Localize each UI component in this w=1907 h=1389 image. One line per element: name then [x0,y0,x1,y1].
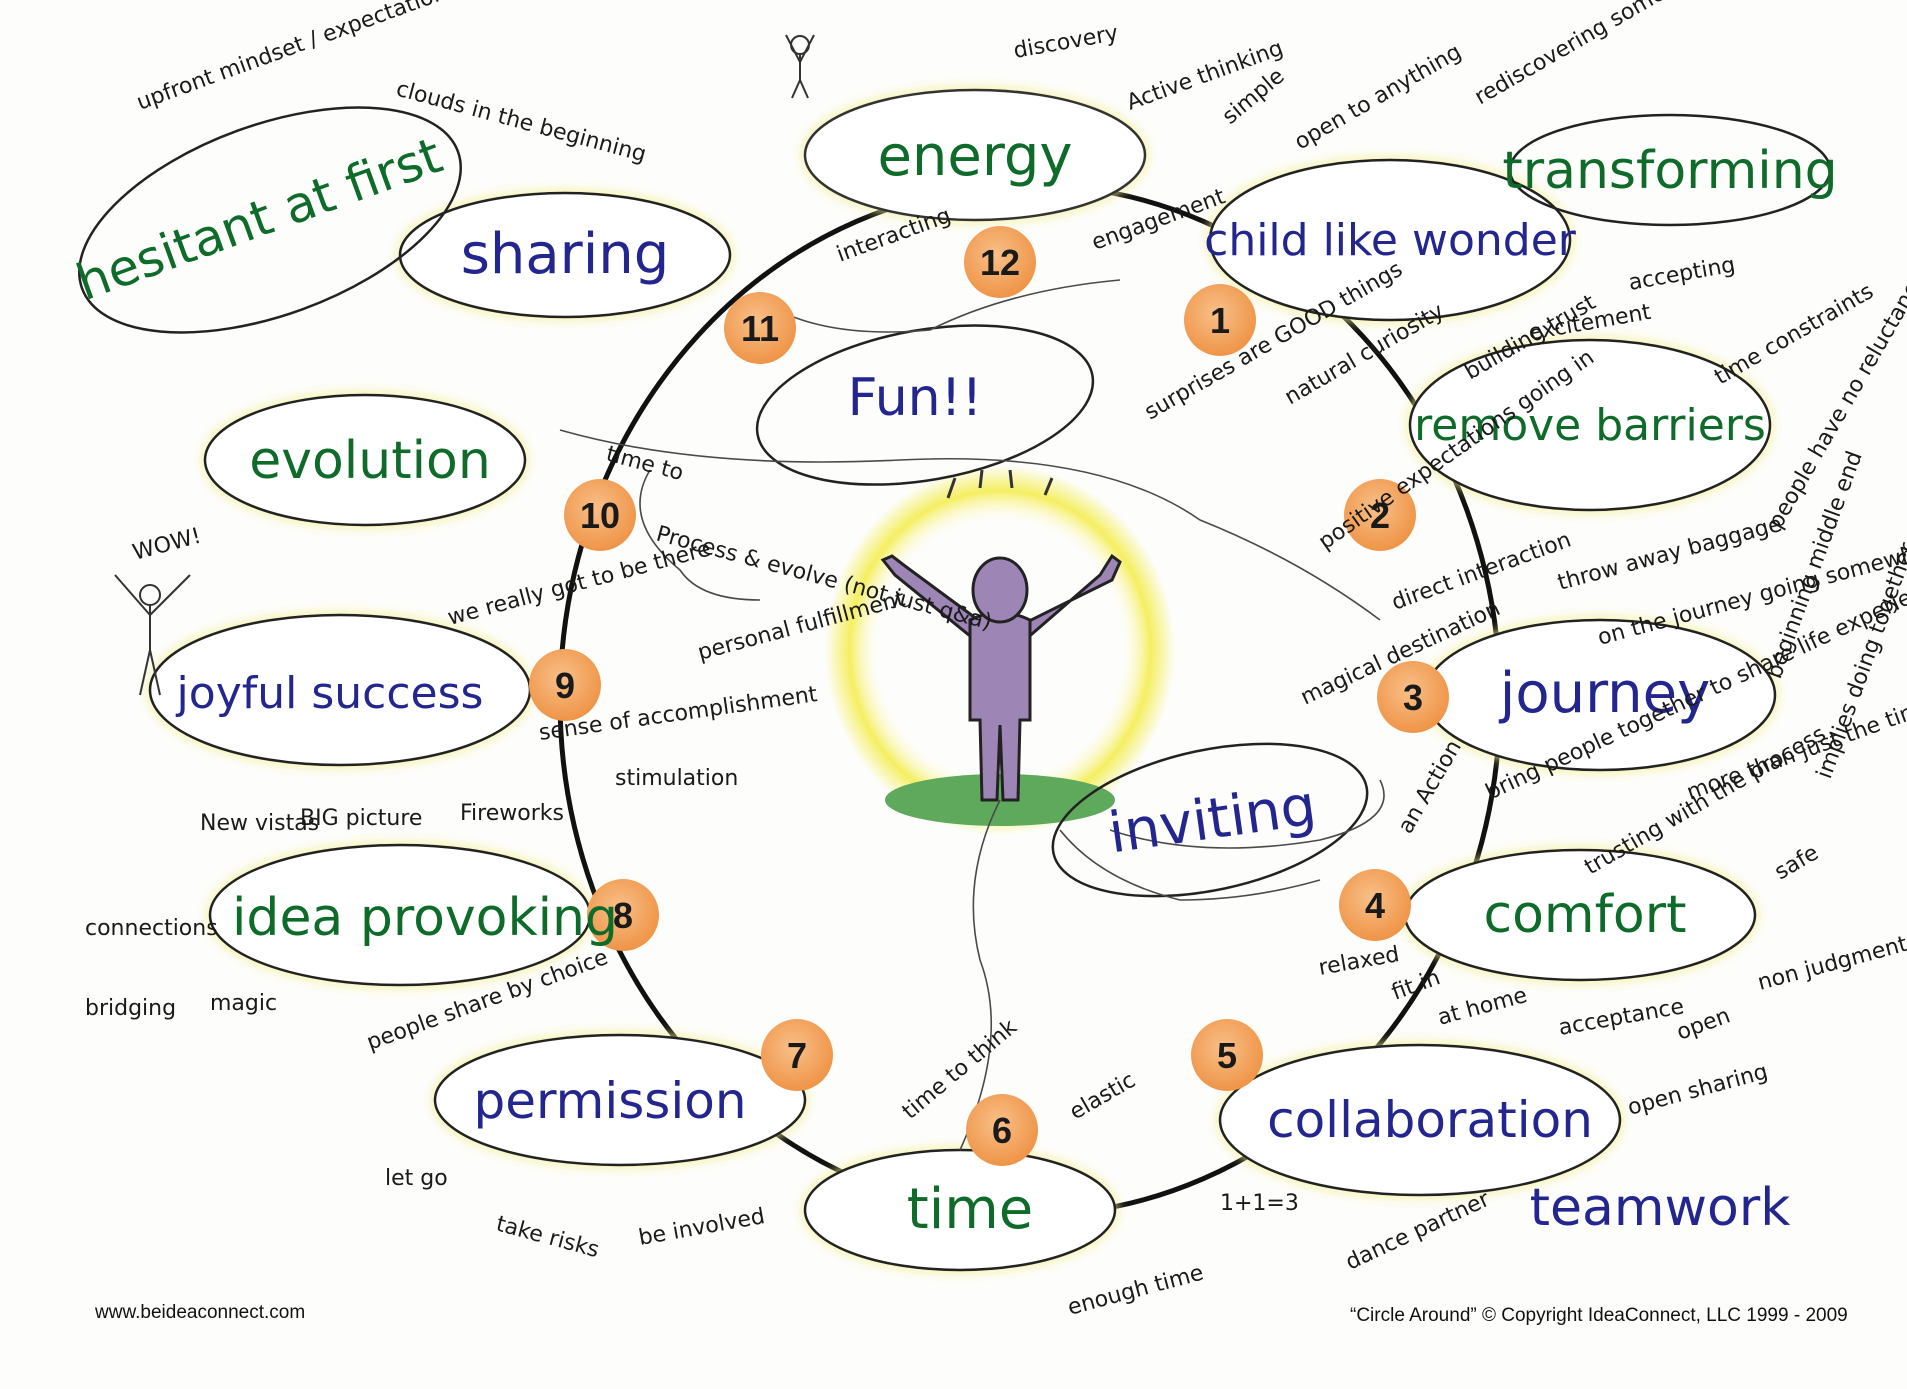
step-label-energy: energy [877,124,1072,189]
step-ellipses [148,88,1777,1272]
step-label-comfort: comfort [1484,885,1687,945]
badge-7 [761,1019,833,1091]
note-hesitant-at-first: hesitant at first [69,126,449,312]
connector-lines [559,279,1385,1151]
ellipse-energy [803,88,1147,222]
note-magic: magic [210,991,277,1016]
number-badges [529,226,1449,1166]
step-label-evolution: evolution [249,431,491,491]
doodle-person-top-icon [785,34,815,99]
note-wow: WOW! [130,524,204,566]
note-relaxed: relaxed [1317,942,1402,981]
step-label-journey: journey [1498,661,1710,726]
badge-number-11: 11 [741,308,779,349]
badge-number-8: 8 [613,895,633,936]
note-teamwork: teamwork [1530,1178,1791,1238]
note-take-risks: take risks [493,1212,601,1263]
step-labels: energy child like wonder remove barriers… [176,124,1766,1242]
footer-website: www.beideaconnect.com [95,1302,306,1323]
note-acceptance: acceptance [1557,994,1686,1041]
badge-number-9: 9 [555,665,575,706]
doodle-person-wow-icon [114,574,191,696]
note-connections: connections [85,916,218,941]
step-label-idea-provoking: idea provoking [232,888,618,948]
ellipse-hesitant [78,106,462,334]
step-label-child-like-wonder: child like wonder [1204,215,1577,266]
ellipse-child-like-wonder [1208,158,1572,322]
badge-number-7: 7 [787,1035,807,1076]
note-be-involved: be involved [637,1204,767,1251]
sparkle-marks [946,469,1054,499]
badge-6 [966,1094,1038,1166]
badge-8 [587,879,659,951]
badge-numbers: 12 1 2 3 4 5 6 7 8 9 10 11 [555,242,1423,1151]
note-enough-time: enough time [1065,1261,1206,1321]
note-non-judgmental: non judgmental [1755,927,1907,996]
badge-12 [964,226,1036,298]
badge-3 [1377,661,1449,733]
note-big-picture: BIG picture [300,806,422,831]
center-label-fun: Fun!! [848,368,983,428]
badge-9 [529,649,601,721]
badge-number-5: 5 [1217,1035,1237,1076]
badge-number-4: 4 [1365,885,1385,926]
note-elastic: elastic [1066,1068,1140,1125]
note-fit-in: fit in [1389,965,1444,1005]
badge-5 [1191,1019,1263,1091]
footer-copyright: “Circle Around” © Copyright IdeaConnect,… [1350,1305,1848,1326]
ellipse-sharing [398,191,732,319]
badge-10 [564,479,636,551]
note-new-vistas: New vistas [200,811,319,836]
badge-number-12: 12 [980,242,1020,283]
note-safe: safe [1771,840,1824,885]
badge-number-10: 10 [580,495,620,536]
note-inviting: inviting [1105,773,1320,866]
person-arms-raised-icon [880,553,1122,802]
note-fireworks: Fireworks [460,801,564,826]
center-figure [825,465,1175,835]
note-accepting: accepting [1627,253,1738,296]
badge-2 [1344,479,1416,551]
note-dance-partner: dance partner [1342,1187,1495,1276]
badge-number-2: 2 [1370,495,1390,536]
step-label-sharing: sharing [461,222,670,287]
badge-1 [1184,284,1256,356]
note-stimulation: stimulation [615,766,738,791]
ellipse-evolution [203,393,527,527]
note-rediscovering: rediscovering something lost [1471,0,1760,110]
badge-11 [724,292,796,364]
note-throw-away: throw away baggage [1555,512,1785,596]
note-ellipses [78,106,1832,898]
step-label-collaboration: collaboration [1267,1091,1593,1149]
ellipse-remove-barriers [1408,338,1772,512]
badge-number-3: 3 [1403,677,1423,718]
ellipse-transforming [1508,113,1832,227]
note-open-sharing: open sharing [1625,1059,1770,1120]
note-open-to-anything: open to anything [1291,40,1466,156]
ellipse-permission [433,1033,807,1167]
step-label-time: time [907,1177,1034,1242]
ellipse-inviting [1051,742,1369,898]
note-discovery: discovery [1012,21,1120,64]
doodle-figures [114,34,815,696]
badge-number-6: 6 [992,1110,1012,1151]
note-at-home: at home [1435,983,1530,1031]
note-an-action: an Action [1394,736,1467,838]
step-label-joyful-success: joyful success [176,668,484,719]
note-let-go: let go [385,1166,448,1191]
badge-number-1: 1 [1210,300,1230,341]
ellipse-collaboration [1218,1043,1622,1197]
note-one-plus-one: 1+1=3 [1220,1191,1299,1216]
note-transforming: transforming [1502,141,1837,201]
step-label-permission: permission [473,1072,746,1130]
step-label-remove-barriers: remove barriers [1414,400,1766,451]
badge-4 [1339,869,1411,941]
note-bridging: bridging [85,996,176,1021]
